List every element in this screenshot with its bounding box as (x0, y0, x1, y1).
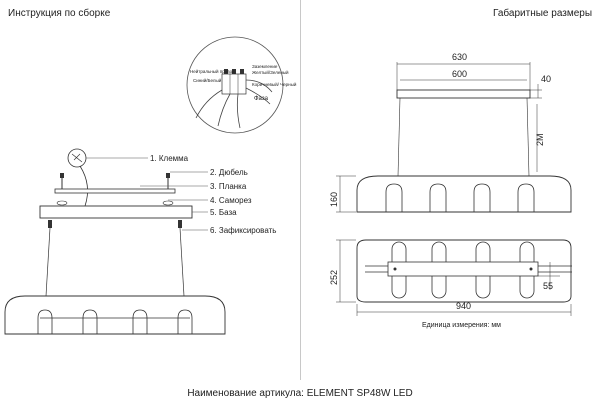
callout-screw: 4. Саморез (210, 196, 252, 205)
units-note: Единица измерения: мм (422, 322, 501, 329)
dimension-600: 600 (452, 69, 467, 79)
wiring-detail: Нейтральный провод Синий/Белый Заземлени… (186, 36, 297, 134)
callout-plate: 3. Планка (210, 182, 247, 191)
ground-label: Заземление (252, 64, 278, 69)
live-color-label: Коричневый/ Черный (252, 81, 297, 87)
neutral-label: Нейтральный провод (190, 68, 235, 74)
phase-label: Фаза (254, 96, 269, 102)
dimension-160: 160 (329, 192, 339, 207)
dimension-252: 252 (329, 270, 339, 285)
front-view: 630 600 40 2M 160 (329, 52, 572, 213)
callout-fix: 6. Зафиксировать (210, 226, 276, 235)
callout-dowel: 2. Дюбель (210, 168, 248, 177)
dimension-55: 55 (543, 281, 553, 291)
section-divider (300, 0, 301, 380)
dimension-40: 40 (541, 74, 551, 84)
callout-base: 5. База (210, 208, 237, 217)
left-section-title: Инструкция по сборке (8, 8, 111, 19)
dimension-940: 940 (456, 301, 471, 311)
top-view: 252 55 940 (329, 239, 572, 316)
article-name: Наименование артикула: ELEMENT SP48W LED (187, 388, 413, 399)
assembly-callouts: 1. Клемма 2. Дюбель 3. Планка 4. Саморез… (86, 154, 276, 235)
callout-terminal: 1. Клемма (150, 154, 189, 163)
assembly-drawing (4, 148, 226, 335)
dimension-2m: 2M (535, 133, 545, 146)
right-section-title: Габаритные размеры (493, 8, 593, 19)
dimension-630: 630 (452, 52, 467, 62)
neutral-color-label: Синий/Белый (193, 77, 222, 83)
ground-color-label: Желтый/Зеленый (252, 69, 289, 75)
